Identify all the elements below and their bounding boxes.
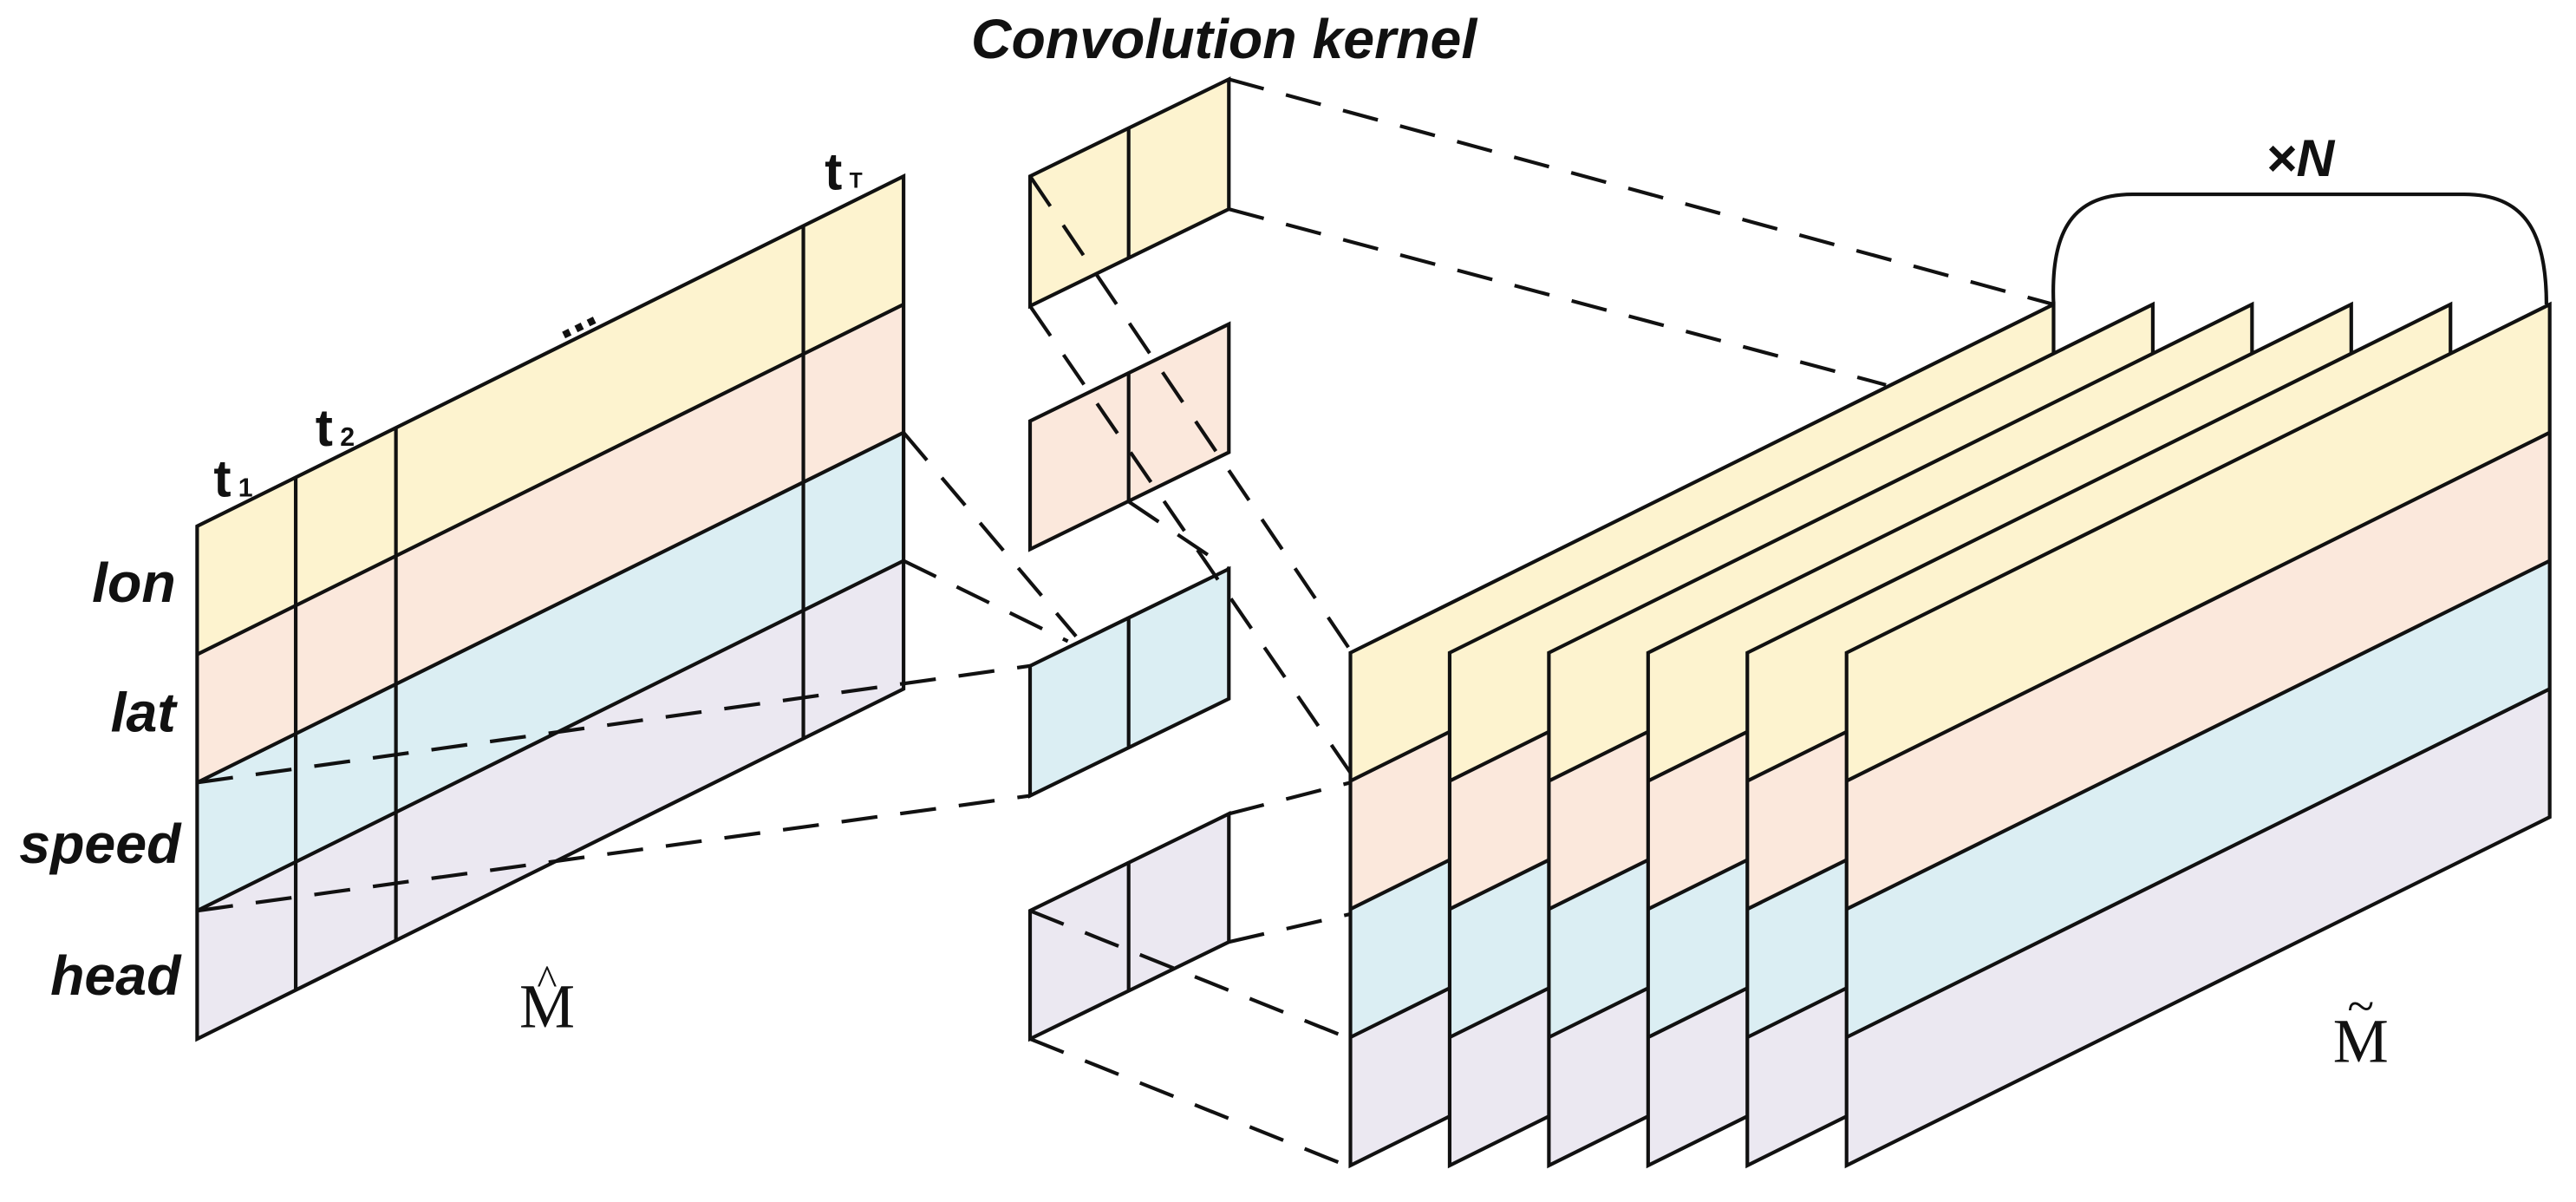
input-matrix xyxy=(195,173,906,1042)
svg-text:1: 1 xyxy=(238,474,253,503)
svg-text:^: ^ xyxy=(537,957,557,1004)
row-label-lat: lat xyxy=(111,682,179,744)
output-layer-divider xyxy=(1845,430,2551,783)
input-row-speed xyxy=(197,432,904,911)
dashed-connectors xyxy=(197,77,2055,1169)
diagram-title: Convolution kernel xyxy=(971,8,1477,70)
output-stack xyxy=(1348,301,2552,1169)
kernel-head xyxy=(1027,811,1231,1042)
kernel-lon xyxy=(1027,76,1231,310)
svg-text:t: t xyxy=(825,141,842,200)
output-symbol: M ~ xyxy=(2333,979,2389,1075)
kernel-lat xyxy=(1027,321,1231,552)
output-layer-row-speed xyxy=(1846,560,2550,1038)
row-label-lon: lon xyxy=(92,552,176,614)
row-label-head: head xyxy=(50,944,182,1007)
input-symbol: M ^ xyxy=(519,957,575,1042)
repeat-label: ×N xyxy=(2266,128,2335,187)
svg-text:t: t xyxy=(213,449,231,508)
row-label-speed: speed xyxy=(19,813,182,875)
svg-text:t: t xyxy=(316,398,333,457)
output-layer-row-lat xyxy=(1846,432,2550,910)
output-layer xyxy=(1844,301,2552,1169)
output-layer-divider xyxy=(1845,687,2551,1039)
svg-text:~: ~ xyxy=(2347,979,2374,1034)
repeat-brace: ×N xyxy=(2051,128,2548,305)
input-row-lat xyxy=(197,304,904,783)
svg-text:2: 2 xyxy=(340,423,355,452)
svg-text:M: M xyxy=(2333,1006,2389,1075)
output-layer-row-head xyxy=(1846,689,2550,1166)
svg-text:M: M xyxy=(519,972,575,1042)
output-layer-row-lon xyxy=(1846,304,2550,781)
input-row-lon xyxy=(197,176,904,655)
time-label-t2: t 2 xyxy=(316,398,355,457)
kernel-speed xyxy=(1027,565,1231,799)
svg-text:T: T xyxy=(850,169,863,193)
time-label-t1: t 1 xyxy=(213,449,252,508)
output-layer-outline xyxy=(1844,301,2552,1169)
input-row-head xyxy=(197,560,904,1039)
time-label-tT: t T xyxy=(825,141,862,200)
output-layer-divider xyxy=(1845,559,2551,911)
